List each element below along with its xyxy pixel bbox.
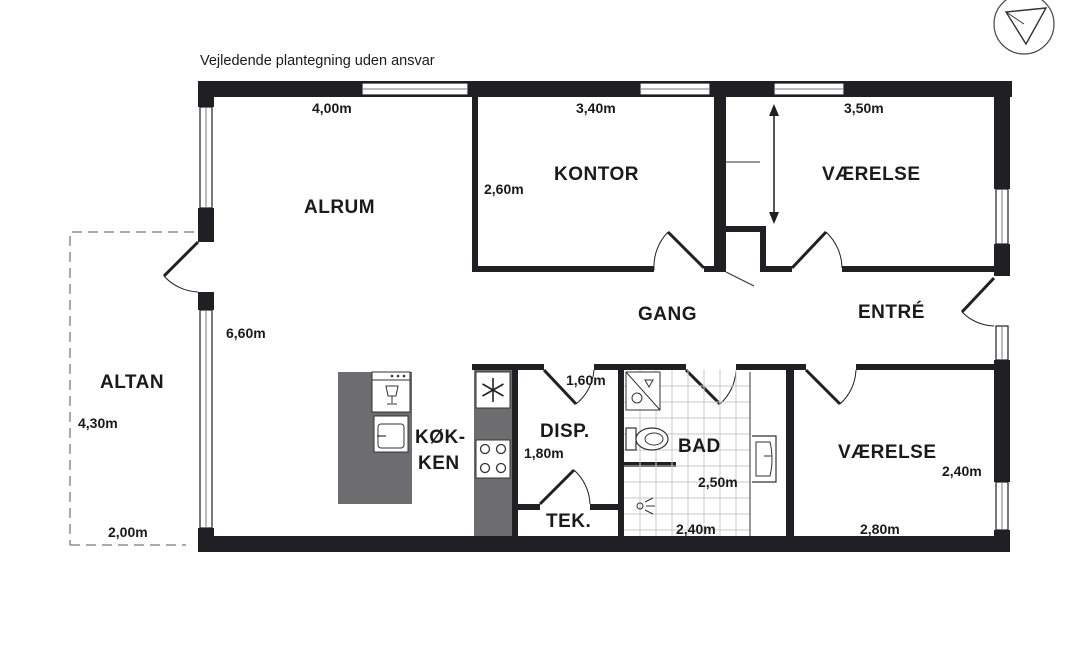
kitchen-counter (474, 370, 512, 536)
balcony-outline (69, 231, 196, 546)
dimension-altan-width: 2,00m (108, 524, 148, 540)
dimension-altan-depth: 4,30m (78, 415, 118, 431)
dimension-labels: 4,00m 3,40m 3,50m 2,60m 6,60m 4,30m 2,00… (78, 100, 982, 540)
dimension-vaerelse-top-width: 3,50m (844, 100, 884, 116)
shower-icon (636, 497, 655, 515)
dimension-bad-depth: 2,50m (698, 474, 738, 490)
room-label-alrum: ALRUM (304, 197, 375, 218)
sink-icon (752, 435, 777, 483)
toilet-icon (625, 427, 669, 451)
room-label-disp: DISP. (540, 421, 590, 442)
plan-caption: Vejledende plantegning uden ansvar (200, 53, 435, 69)
room-label-entre: ENTRÉ (858, 301, 925, 323)
dimension-vaerelse-bottom-width: 2,80m (860, 521, 900, 537)
dishwasher-icon (371, 371, 411, 413)
room-label-gang: GANG (638, 304, 697, 325)
dimension-kontor-width: 3,40m (576, 100, 616, 116)
room-label-vaerelse-bottom: VÆRELSE (838, 442, 937, 463)
washing-machine-icon (625, 371, 661, 411)
interior-walls (472, 95, 998, 540)
snowflake-icon (475, 371, 511, 409)
windows (199, 82, 1009, 531)
compass-icon (993, 0, 1055, 55)
stove-icon (475, 439, 511, 479)
dimension-alrum-depth: 6,60m (226, 325, 266, 341)
dimension-disp-width: 1,60m (566, 372, 606, 388)
dimension-alrum-width: 4,00m (312, 100, 352, 116)
bathroom-vanity (749, 372, 777, 536)
room-labels: ALRUM KONTOR VÆRELSE GANG ENTRÉ ALTAN KØ… (100, 164, 937, 532)
room-label-tek: TEK. (546, 511, 591, 532)
kitchen-island (338, 371, 412, 504)
room-label-kontor: KONTOR (554, 164, 639, 185)
closet-arrows (726, 104, 779, 224)
sink-icon (373, 415, 409, 453)
doors (162, 230, 996, 506)
room-label-altan: ALTAN (100, 372, 164, 393)
room-label-kokken-1: KØK- (415, 427, 466, 448)
bathroom-tiles (624, 370, 750, 536)
room-label-kokken-2: KEN (418, 453, 460, 474)
room-label-bad: BAD (678, 436, 721, 457)
room-label-vaerelse-top: VÆRELSE (822, 164, 921, 185)
dimension-bad-width: 2,40m (676, 521, 716, 537)
dimension-vaerelse-bottom-depth: 2,40m (942, 463, 982, 479)
dimension-kontor-depth: 2,60m (484, 181, 524, 197)
dimension-disp-depth: 1,80m (524, 445, 564, 461)
